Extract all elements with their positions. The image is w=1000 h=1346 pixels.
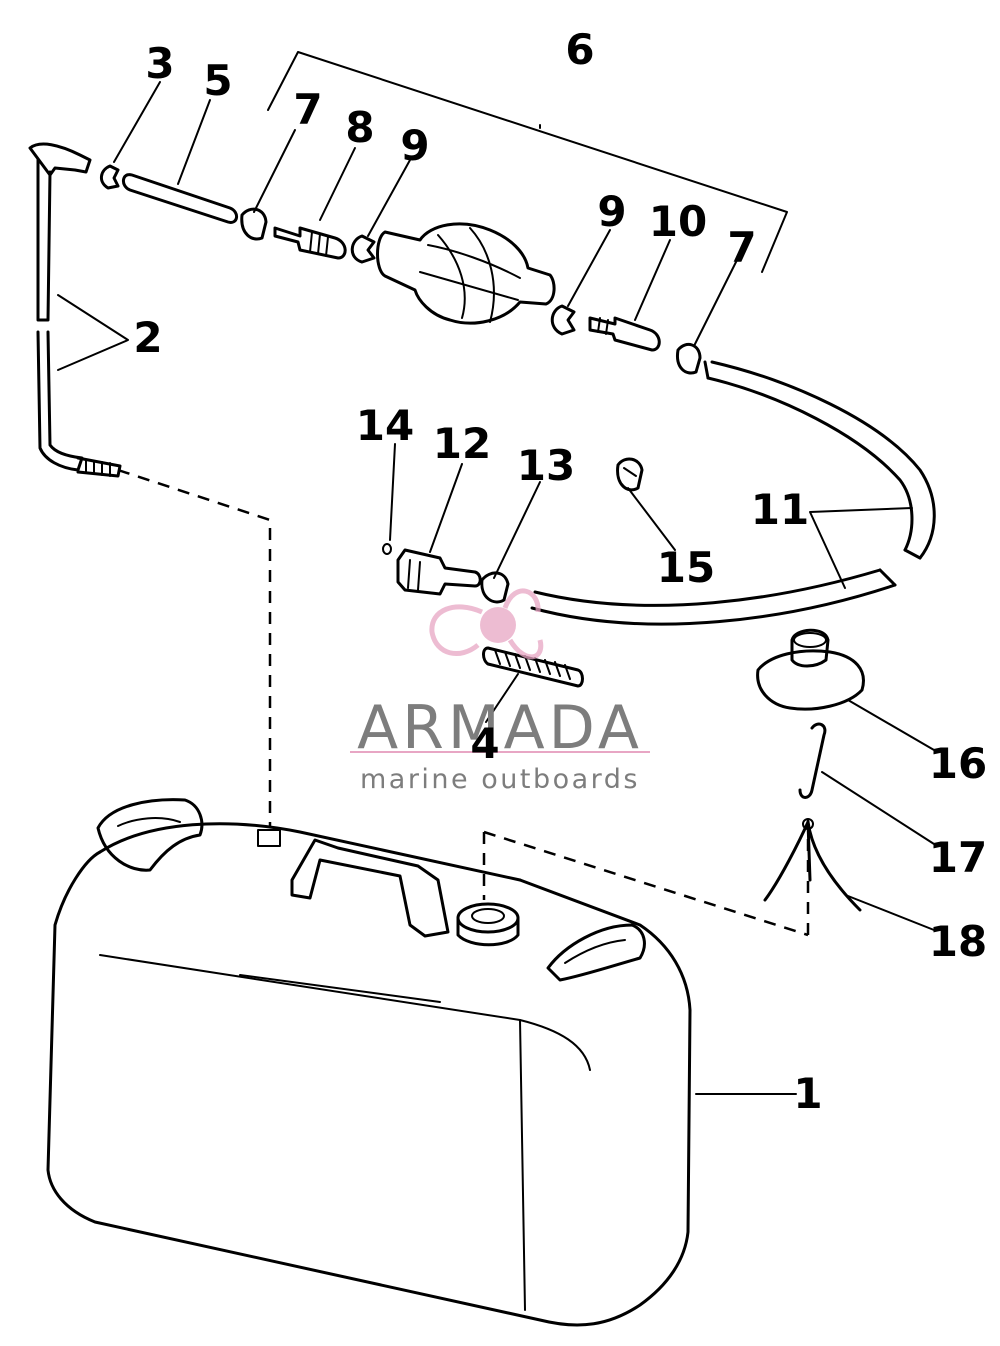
connector-12 (396, 548, 482, 596)
filter-4 (482, 646, 584, 688)
hose-11 (530, 360, 936, 626)
hook-17 (798, 722, 827, 799)
callout-11: 11 (751, 485, 809, 534)
callout-13: 13 (517, 441, 575, 490)
propeller-logo-icon (429, 588, 544, 660)
primer-bulb-assembly (240, 207, 702, 375)
hose-clip-3 (100, 164, 120, 190)
hose-5 (122, 173, 238, 224)
callout-14: 14 (356, 401, 414, 450)
callout-9-left: 9 (400, 121, 429, 170)
callout-5: 5 (203, 56, 232, 105)
fuel-tank (46, 798, 692, 1327)
callout-1: 1 (793, 1069, 822, 1118)
callout-15: 15 (657, 543, 715, 592)
watermark-subtitle: marine outboards (360, 764, 640, 795)
callout-18: 18 (929, 917, 987, 966)
callout-17: 17 (929, 833, 987, 882)
filler-cap-16 (756, 628, 865, 711)
clamp-13 (480, 571, 510, 604)
callout-2: 2 (133, 313, 162, 362)
retainer-wire-18 (763, 818, 862, 912)
callout-7-left: 7 (293, 85, 322, 134)
callout-9-right: 9 (597, 187, 626, 236)
watermark: ARMADA marine outboards (350, 588, 650, 795)
callout-12: 12 (433, 419, 491, 468)
callout-8: 8 (345, 103, 374, 152)
callout-3: 3 (145, 39, 174, 88)
o-ring-14 (382, 543, 392, 555)
clip-15 (616, 457, 644, 492)
callout-7-right: 7 (727, 223, 756, 272)
callout-6: 6 (565, 25, 594, 74)
callout-16: 16 (929, 739, 987, 788)
callout-10: 10 (649, 197, 707, 246)
leader-lines (57, 51, 935, 1095)
pickup-tube (28, 142, 122, 478)
callout-4: 4 (470, 719, 499, 768)
callout-labels: 3 5 6 7 8 9 9 10 7 2 14 12 13 11 15 4 16… (133, 25, 987, 1118)
